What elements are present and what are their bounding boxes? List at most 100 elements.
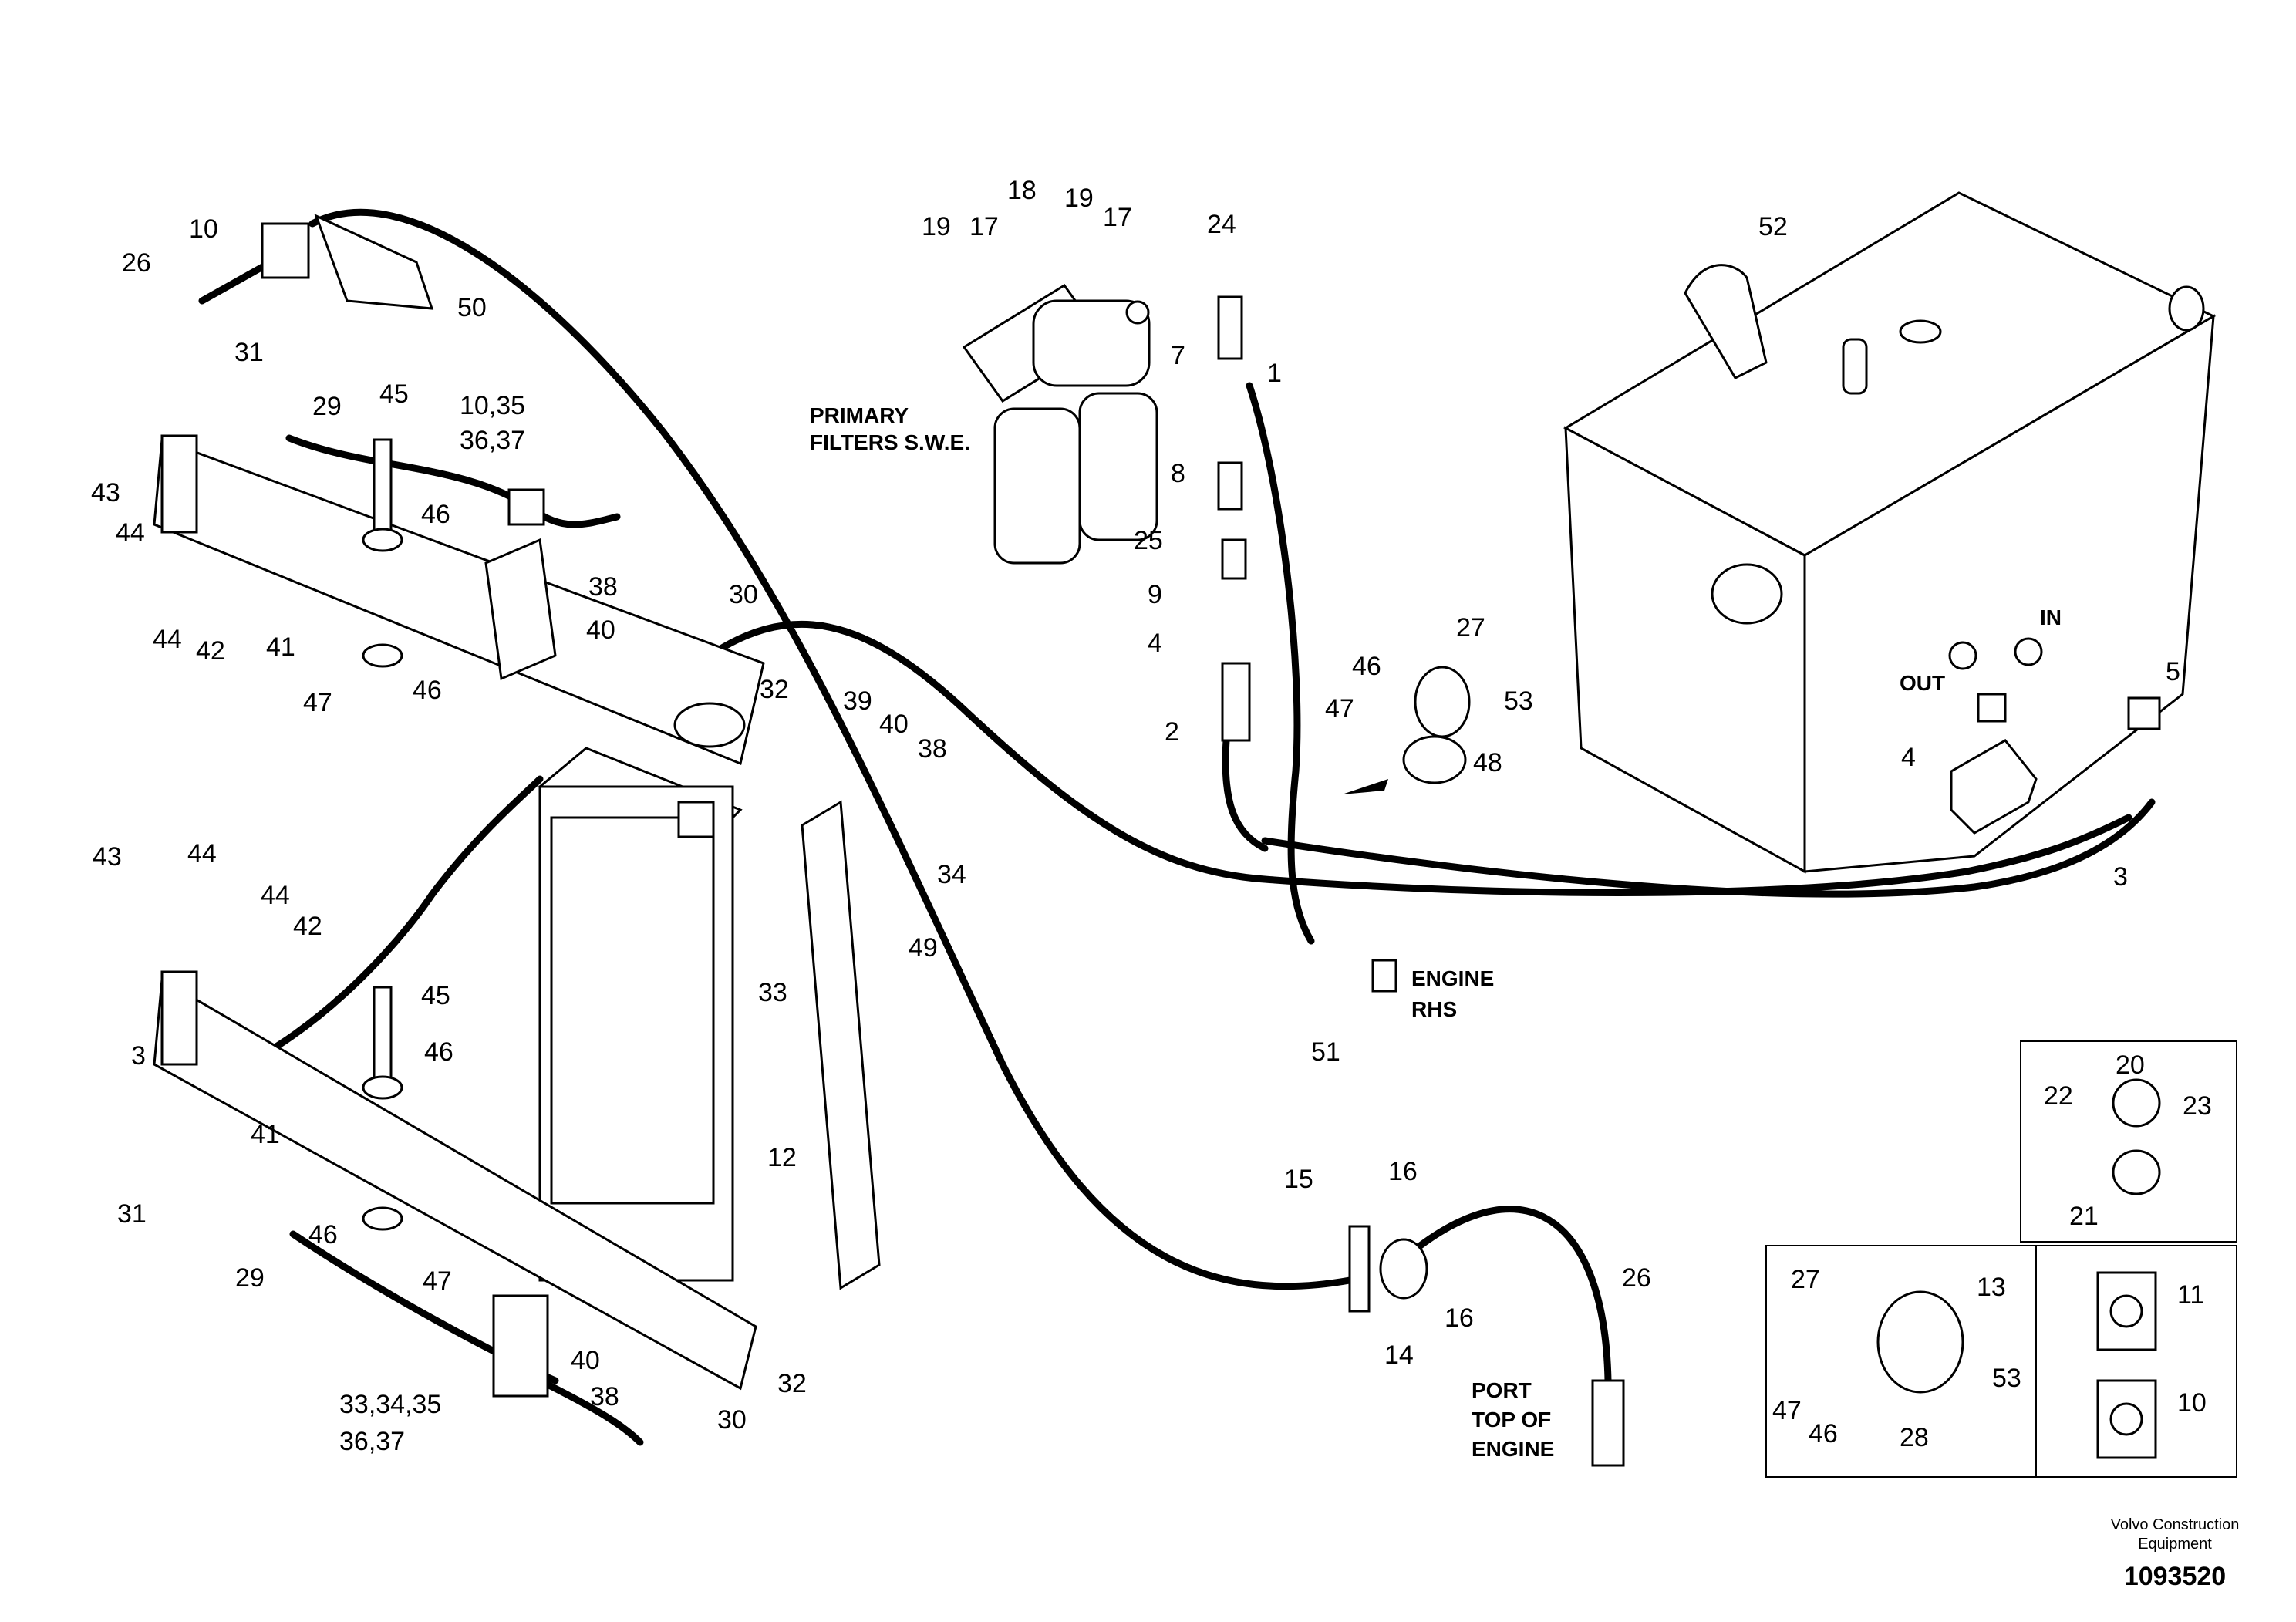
callout-45-lower: 45 xyxy=(421,981,450,1010)
callout-50: 50 xyxy=(457,293,487,322)
strap-body xyxy=(801,800,881,1290)
washer-46-upper xyxy=(362,528,403,552)
callout-29-lower: 29 xyxy=(235,1263,265,1293)
callout-36-37-lower: 36,37 xyxy=(339,1427,405,1456)
clamp-14 xyxy=(1348,1225,1428,1313)
callout-33: 33 xyxy=(758,978,787,1007)
strut-bracket-upper xyxy=(484,538,557,681)
primary-filters-line2: FILTERS S.W.E. xyxy=(810,430,970,454)
out-label: OUT xyxy=(1900,671,1945,695)
callout-3-left: 3 xyxy=(131,1041,146,1071)
callout-46-mid: 46 xyxy=(1352,652,1381,681)
tank-cap xyxy=(1842,338,1868,395)
callout-14: 14 xyxy=(1384,1340,1414,1370)
hose-lower-return xyxy=(536,1377,644,1446)
callout-51: 51 xyxy=(1311,1037,1340,1067)
callout-47-lower: 47 xyxy=(423,1266,452,1296)
callout-43-lower: 43 xyxy=(93,842,122,872)
callout-7: 7 xyxy=(1171,341,1185,370)
callout-17-left: 17 xyxy=(969,212,999,241)
engine-rhs-line2: RHS xyxy=(1411,997,1457,1021)
callout-5: 5 xyxy=(2166,657,2180,686)
callout-40-lower: 40 xyxy=(571,1346,600,1375)
callout-38-lower: 38 xyxy=(590,1382,619,1411)
hydraulic-tank xyxy=(1563,191,2217,874)
callout-16-top: 16 xyxy=(1388,1157,1418,1186)
hose-29-top xyxy=(285,434,621,528)
callout-41-lower: 41 xyxy=(251,1120,280,1149)
callout-46-top-b: 46 xyxy=(413,676,442,705)
callout-46-lower-b: 46 xyxy=(308,1220,338,1249)
inset-box-10-11 xyxy=(2035,1245,2237,1478)
callout-13: 13 xyxy=(1977,1273,2006,1302)
callout-3-right: 3 xyxy=(2113,862,2128,892)
callout-21: 21 xyxy=(2069,1202,2099,1231)
strut-bracket-lower xyxy=(492,1294,549,1398)
fitting-51 xyxy=(1371,959,1397,993)
cooler-port xyxy=(677,801,715,838)
callout-15: 15 xyxy=(1284,1165,1313,1194)
callout-47-mid: 47 xyxy=(1325,694,1354,723)
port-ring-out xyxy=(1948,641,1977,670)
callout-12: 12 xyxy=(767,1143,797,1172)
fitting-24 xyxy=(1217,295,1243,360)
hoses xyxy=(195,208,2156,1446)
callout-16-lower: 16 xyxy=(1445,1303,1474,1333)
callout-33-34-35: 33,34,35 xyxy=(339,1390,441,1419)
callout-27-inset: 27 xyxy=(1791,1265,1820,1294)
port-line2: TOP OF xyxy=(1472,1408,1551,1431)
footer-brand-line2: Equipment xyxy=(2138,1536,2212,1553)
line-fittings xyxy=(1217,295,1625,1467)
callout-44-top-a: 44 xyxy=(116,518,145,548)
strap-49 xyxy=(801,800,881,1290)
annotation-text: PRIMARY FILTERS S.W.E. ENGINE RHS IN OUT… xyxy=(810,403,2062,1461)
inset-hole-10 xyxy=(2109,1402,2143,1436)
port-line3: ENGINE xyxy=(1472,1437,1554,1461)
clamp-10-top xyxy=(261,222,310,279)
clamp-48 xyxy=(1402,735,1467,784)
callout-10: 10 xyxy=(189,214,218,244)
callout-47-top: 47 xyxy=(303,688,332,717)
callout-30-top: 30 xyxy=(729,580,758,609)
callout-53-inset: 53 xyxy=(1992,1364,2021,1393)
callout-39: 39 xyxy=(843,686,872,716)
callout-53-top: 53 xyxy=(1504,686,1533,716)
hose-main-return xyxy=(675,620,2132,896)
hose-3-lower xyxy=(195,775,544,1088)
callout-10-inset: 10 xyxy=(2177,1388,2207,1418)
inset-box-20-23 xyxy=(2020,1040,2237,1243)
clamp-27-48 xyxy=(1342,666,1471,794)
callout-25: 25 xyxy=(1134,526,1163,555)
washer-46-lower xyxy=(362,1075,403,1100)
callout-26-lower: 26 xyxy=(1622,1263,1651,1293)
callout-23: 23 xyxy=(2183,1091,2212,1121)
clamp-plate-14 xyxy=(1348,1225,1371,1313)
footer-stamp: Volvo Construction Equipment 1093520 xyxy=(2111,1516,2240,1591)
tank-filler-neck xyxy=(1684,264,1768,379)
port-line1: PORT xyxy=(1472,1378,1532,1402)
callout-20: 20 xyxy=(2116,1050,2145,1080)
callout-46-lower: 46 xyxy=(424,1037,453,1067)
callout-18: 18 xyxy=(1007,176,1037,205)
callout-44-lower-b: 44 xyxy=(261,881,290,910)
callout-31-top: 31 xyxy=(234,338,264,367)
callout-44-top-b: 44 xyxy=(153,625,182,654)
callout-32-top: 32 xyxy=(760,675,789,704)
hose-1 xyxy=(1246,382,1315,945)
callout-30-lower: 30 xyxy=(717,1405,747,1435)
callout-48: 48 xyxy=(1473,748,1502,777)
tank-ring xyxy=(1899,319,1942,344)
callout-46-top: 46 xyxy=(421,500,450,529)
callout-9: 9 xyxy=(1148,580,1162,609)
strut-41-upper xyxy=(153,437,765,766)
bolt-45-lower xyxy=(373,986,393,1081)
callout-47-inset: 47 xyxy=(1772,1396,1802,1425)
callout-10-35: 10,35 xyxy=(460,391,525,420)
inset-clamp-13 xyxy=(1876,1290,1964,1394)
fitting-5 xyxy=(2127,696,2161,730)
callout-46-inset: 46 xyxy=(1809,1419,1838,1448)
callout-24: 24 xyxy=(1207,210,1236,239)
callout-2: 2 xyxy=(1165,717,1179,747)
strut-plate-lower xyxy=(160,970,198,1066)
